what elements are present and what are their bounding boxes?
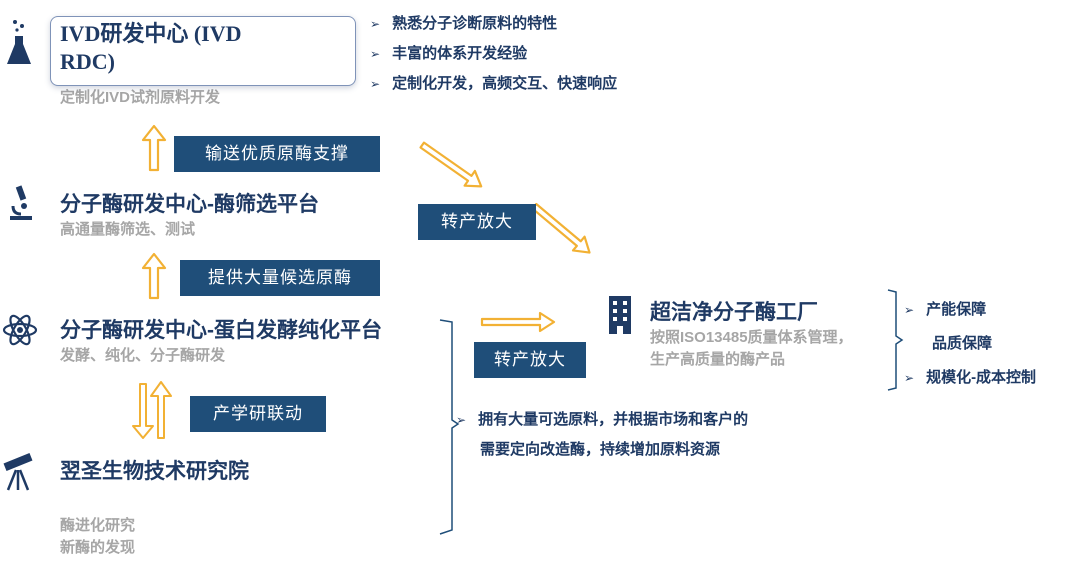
- arrow-up-1: [141, 124, 167, 172]
- ivd-subtitle: 定制化IVD试剂原料开发: [60, 89, 221, 106]
- institute-subtitle-2: 新酶的发现: [60, 539, 136, 556]
- bottom-note-line-1: ➢拥有大量可选原料，并根据市场和客户的: [456, 411, 749, 428]
- telescope-icon: [0, 452, 36, 497]
- factory-bullet: 品质保障: [932, 335, 993, 352]
- label-supply-quality: 输送优质原酶支撑: [174, 136, 380, 172]
- arrow-diag-1: [415, 136, 488, 195]
- ivd-bullets: ➢熟悉分子诊断原料的特性 ➢丰富的体系开发经验 ➢定制化开发，高频交互、快速响应: [370, 12, 617, 102]
- bullet-item: ➢定制化开发，高频交互、快速响应: [370, 75, 618, 92]
- arrow-up-2: [141, 252, 167, 300]
- arrow-double: [132, 381, 172, 439]
- protein-title: 分子酶研发中心-蛋白发酵纯化平台: [60, 319, 382, 342]
- factory-desc-2: 生产高质量的酶产品: [650, 351, 786, 368]
- factory-title: 超洁净分子酶工厂: [650, 301, 818, 324]
- enzyme-screen-title: 分子酶研发中心-酶筛选平台: [60, 193, 319, 216]
- factory-bullet: ➢产能保障: [904, 301, 987, 318]
- bracket-factory: [887, 289, 904, 391]
- institute-title: 翌圣生物技术研究院: [60, 460, 249, 483]
- arrow-right-factory: [480, 311, 556, 333]
- bottom-note-line-2: 需要定向改造酶，持续增加原料资源: [480, 441, 721, 458]
- ivd-title-box: [50, 16, 356, 86]
- factory-bullet: ➢规模化-成本控制: [904, 369, 1037, 386]
- bracket-right: [439, 319, 460, 535]
- flask-icon: [6, 18, 32, 71]
- label-provide-candidates: 提供大量候选原酶: [180, 260, 380, 296]
- label-transfer-top: 转产放大: [418, 204, 536, 240]
- building-icon: [608, 296, 632, 339]
- bullet-item: ➢丰富的体系开发经验: [370, 45, 528, 62]
- label-industry-research: 产学研联动: [190, 396, 326, 432]
- bottom-note: ➢拥有大量可选原料，并根据市场和客户的 需要定向改造酶，持续增加原料资源: [456, 408, 762, 468]
- factory-desc-1: 按照ISO13485质量体系管理，: [650, 329, 853, 346]
- arrow-diag-2: [527, 198, 597, 261]
- atom-icon: [2, 312, 38, 353]
- microscope-icon: [8, 184, 34, 227]
- bullet-item: ➢熟悉分子诊断原料的特性: [370, 15, 558, 32]
- factory-bullets: ➢产能保障 品质保障 ➢规模化-成本控制: [904, 298, 1036, 400]
- protein-subtitle: 发酵、纯化、分子酶研发: [60, 347, 226, 364]
- ivd-title: IVD研发中心 (IVD RDC): [60, 21, 242, 74]
- institute-subtitle-1: 酶进化研究: [60, 517, 136, 534]
- label-transfer-bottom: 转产放大: [474, 342, 586, 378]
- enzyme-screen-subtitle: 高通量酶筛选、测试: [60, 221, 196, 238]
